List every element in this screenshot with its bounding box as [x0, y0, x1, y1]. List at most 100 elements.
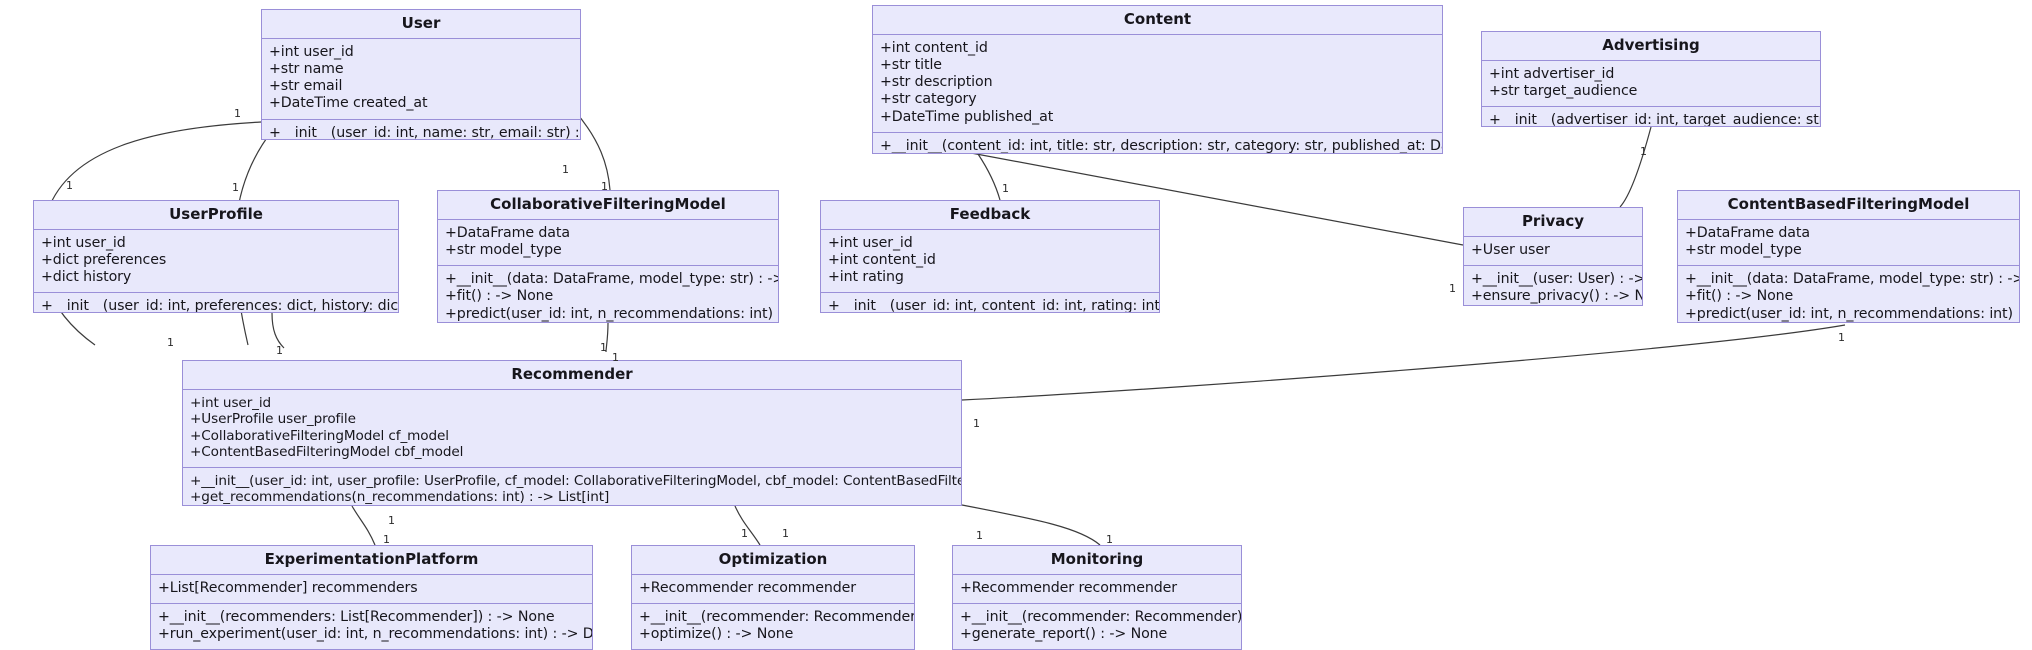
multiplicity-label-m-mon-top: 1: [1106, 533, 1113, 546]
attribute-row: +str description: [880, 74, 993, 91]
class-box-advertising[interactable]: Advertising +int advertiser_id+str target…: [1481, 31, 1821, 127]
method-row: +__init__(data: DataFrame, model_type: s…: [1685, 271, 2019, 288]
class-box-recommender[interactable]: Recommender+int user_id+UserProfile user…: [182, 360, 962, 506]
multiplicity-label-m-exp-top: 1: [383, 533, 390, 546]
method-row: +__init__(recommenders: List[Recommender…: [158, 608, 555, 625]
method-row: +__init__(user_id: int, user_profile: Us…: [190, 472, 961, 489]
attribute-row: +dict history: [41, 269, 132, 286]
class-box-privacy[interactable]: Privacy +User user +__init__(user: User) :…: [1463, 207, 1643, 306]
association-edge-advertising-privacy: [1619, 126, 1652, 208]
attributes-compartment-optimization: +Recommender recommender: [632, 574, 914, 604]
attributes-compartment-privacy: +User user: [1464, 236, 1642, 266]
multiplicity-label-m-ad-priv: 1: [1640, 145, 1647, 158]
attribute-row: +int advertiser_id: [1489, 65, 1615, 82]
association-edge-cbf-recommender: [961, 324, 1846, 401]
attributes-compartment-collaborativefilteringmodel: +DataFrame data+str model_type: [438, 219, 778, 267]
method-row: +__init__(recommender: Recommender) : ->…: [639, 608, 915, 625]
class-box-collaborativefilteringmodel[interactable]: CollaborativeFilteringModel+DataFrame da…: [437, 190, 779, 323]
class-name-feedback: Feedback: [821, 201, 1159, 230]
class-box-monitoring[interactable]: Monitoring +Recommender recommender +__ini…: [952, 545, 1242, 650]
methods-compartment-privacy: +__init__(user: User) : -> None+ensure_p…: [1464, 265, 1642, 305]
class-box-feedback[interactable]: Feedback+int user_id+int content_id+int …: [820, 200, 1160, 313]
attribute-row: +int user_id: [41, 234, 126, 251]
multiplicity-label-m-user-left: 1: [234, 107, 241, 120]
multiplicity-label-m-rec-cbf: 1: [973, 417, 980, 430]
method-row: +fit() : -> None: [445, 288, 554, 305]
attributes-compartment-recommender: +int user_id+UserProfile user_profile+Co…: [183, 389, 961, 468]
attribute-row: +Recommender recommender: [639, 579, 857, 596]
class-name-collaborativefilteringmodel: CollaborativeFilteringModel: [438, 191, 778, 220]
class-box-contentbasedfilteringmodel[interactable]: ContentBasedFilteringModel +DataFrame dat…: [1677, 190, 2020, 323]
method-row: +__init__(user_id: int, content_id: int,…: [828, 298, 1160, 313]
attribute-row: +ContentBasedFilteringModel cbf_model: [190, 444, 464, 461]
method-row: +__init__(user_id: int, preferences: dic…: [41, 298, 399, 313]
attribute-row: +str name: [269, 60, 344, 77]
attribute-row: +DataFrame data: [445, 224, 570, 241]
class-name-content: Content: [873, 6, 1442, 35]
attributes-compartment-user: +int user_id+str name+str email+DateTime…: [262, 38, 580, 120]
method-row: +predict(user_id: int, n_recommendations…: [1685, 305, 2019, 322]
multiplicity-label-m-collab-top: 1: [601, 180, 608, 193]
class-name-userprofile: UserProfile: [34, 201, 398, 230]
method-row: +__init__(advertiser_id: int, target_aud…: [1489, 112, 1820, 127]
attributes-compartment-monitoring: +Recommender recommender: [953, 574, 1241, 604]
class-name-monitoring: Monitoring: [953, 546, 1241, 575]
attribute-row: +DateTime published_at: [880, 108, 1054, 125]
attribute-row: +int user_id: [269, 43, 354, 60]
method-row: +__init__(content_id: int, title: str, d…: [880, 138, 1442, 154]
class-name-contentbasedfilteringmodel: ContentBasedFilteringModel: [1678, 191, 2019, 220]
attribute-row: +UserProfile user_profile: [190, 411, 356, 428]
multiplicity-label-m-priv-left: 1: [1449, 282, 1456, 295]
multiplicity-label-m-collab-bot: 1: [600, 341, 607, 354]
methods-compartment-collaborativefilteringmodel: +__init__(data: DataFrame, model_type: s…: [438, 266, 778, 322]
methods-compartment-user: +__init__(user_id: int, name: str, email…: [262, 119, 580, 140]
methods-compartment-userprofile: +__init__(user_id: int, preferences: dic…: [34, 293, 399, 313]
attribute-row: +int user_id: [190, 394, 272, 411]
class-name-privacy: Privacy: [1464, 208, 1642, 237]
association-edge-userprofile-recommender: [271, 312, 285, 349]
attribute-row: +str title: [880, 56, 942, 73]
class-box-userprofile[interactable]: UserProfile+int user_id+dict preferences…: [33, 200, 399, 313]
attribute-row: +CollaborativeFilteringModel cf_model: [190, 427, 449, 444]
attribute-row: +str target_audience: [1489, 82, 1638, 99]
class-name-user: User: [262, 10, 580, 39]
attribute-row: +str model_type: [445, 241, 562, 258]
attribute-row: +str model_type: [1685, 241, 1802, 258]
methods-compartment-feedback: +__init__(user_id: int, content_id: int,…: [821, 293, 1160, 313]
attribute-row: +Recommender recommender: [960, 579, 1178, 596]
attribute-row: +DataFrame data: [1685, 224, 1810, 241]
method-row: +generate_report() : -> None: [960, 626, 1168, 643]
class-name-optimization: Optimization: [632, 546, 914, 575]
method-row: +__init__(user_id: int, name: str, email…: [269, 124, 580, 140]
method-row: +get_recommendations(n_recommendations: …: [190, 489, 610, 506]
methods-compartment-advertising: +__init__(advertiser_id: int, target_aud…: [1482, 107, 1820, 127]
multiplicity-label-m-opt-top: 1: [782, 527, 789, 540]
attribute-row: +DateTime created_at: [269, 95, 428, 112]
method-row: +__init__(data: DataFrame, model_type: s…: [445, 271, 778, 288]
class-box-content[interactable]: Content+int content_id+str title+str des…: [872, 5, 1443, 154]
multiplicity-label-m-up-rec: 1: [276, 344, 283, 357]
multiplicity-label-m-rec-exp: 1: [388, 514, 395, 527]
method-row: +__init__(user: User) : -> None: [1471, 270, 1642, 287]
method-row: +__init__(recommender: Recommender) : ->…: [960, 608, 1242, 625]
multiplicity-label-m-user-rec: 1: [232, 181, 239, 194]
multiplicity-label-m-rec-mon: 1: [976, 529, 983, 542]
methods-compartment-recommender: +__init__(user_id: int, user_profile: Us…: [183, 467, 961, 506]
multiplicity-label-m-rec-collab: 1: [612, 351, 619, 364]
methods-compartment-monitoring: +__init__(recommender: Recommender) : ->…: [953, 603, 1242, 649]
attribute-row: +List[Recommender] recommenders: [158, 579, 418, 596]
class-box-optimization[interactable]: Optimization +Recommender recommender +__i…: [631, 545, 915, 650]
class-name-experimentationplatform: ExperimentationPlatform: [151, 546, 592, 575]
attributes-compartment-experimentationplatform: +List[Recommender] recommenders: [151, 574, 592, 604]
attributes-compartment-userprofile: +int user_id+dict preferences+dict histo…: [34, 229, 398, 294]
class-name-advertising: Advertising: [1482, 32, 1820, 61]
multiplicity-label-m-up-bot: 1: [167, 336, 174, 349]
class-box-user[interactable]: User+int user_id+str name+str email+Date…: [261, 9, 581, 140]
attribute-row: +int rating: [828, 269, 904, 286]
attribute-row: +User user: [1471, 241, 1550, 258]
multiplicity-label-m-up-top: 1: [66, 179, 73, 192]
class-box-experimentationplatform[interactable]: ExperimentationPlatform +List[Recommender…: [150, 545, 593, 650]
methods-compartment-optimization: +__init__(recommender: Recommender) : ->…: [632, 603, 915, 649]
method-row: +fit() : -> None: [1685, 288, 1794, 305]
